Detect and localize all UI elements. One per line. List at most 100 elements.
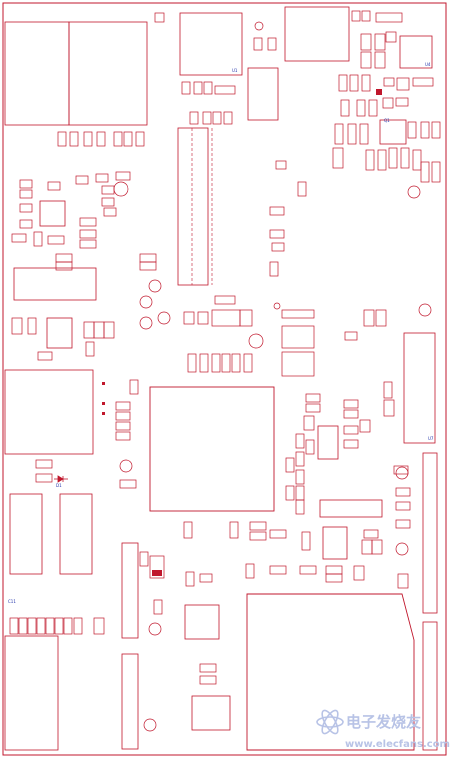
- passive-component: [103, 321, 115, 339]
- label-q1: Q1: [384, 118, 390, 123]
- passive-component: [47, 181, 61, 191]
- passive-component: [101, 185, 115, 195]
- passive-component: [231, 353, 241, 373]
- passive-component: [297, 181, 307, 197]
- passive-component: [361, 539, 373, 555]
- passive-component: [115, 411, 131, 421]
- passive-component: [249, 521, 267, 531]
- passive-component: [295, 485, 305, 501]
- passive-component: [332, 147, 344, 169]
- passive-component: [11, 317, 23, 335]
- passive-component: [183, 311, 195, 325]
- passive-component: [101, 197, 115, 207]
- passive-component: [211, 309, 241, 327]
- passive-component: [343, 409, 359, 419]
- passive-component: [54, 617, 64, 635]
- passive-component: [197, 311, 209, 325]
- passive-component: [85, 341, 95, 357]
- passive-component: [281, 325, 315, 349]
- passive-component: [19, 179, 33, 189]
- passive-component: [149, 555, 165, 579]
- passive-component: [36, 617, 46, 635]
- passive-component: [295, 433, 305, 449]
- passive-component: [79, 229, 97, 239]
- passive-component: [35, 473, 53, 483]
- passive-component: [343, 425, 359, 435]
- passive-component: [139, 261, 157, 271]
- passive-component: [303, 415, 315, 431]
- passive-component: [269, 529, 287, 539]
- passive-component: [63, 617, 73, 635]
- round-component: [418, 303, 432, 317]
- passive-component: [135, 131, 145, 147]
- passive-component: [383, 77, 395, 87]
- passive-component: [103, 207, 117, 217]
- passive-component: [211, 353, 221, 373]
- passive-component: [249, 531, 267, 541]
- passive-component: [420, 121, 430, 139]
- passive-component: [412, 149, 422, 171]
- passive-component: [374, 33, 386, 51]
- passive-component: [153, 599, 163, 615]
- passive-component: [269, 261, 279, 277]
- round-components: [113, 21, 432, 732]
- passive-component: [199, 573, 213, 583]
- passive-component: [349, 74, 359, 92]
- passive-component: [83, 321, 95, 339]
- passive-component: [271, 242, 285, 252]
- passive-component: [269, 565, 287, 575]
- passive-component: [325, 573, 343, 583]
- passive-component: [83, 131, 93, 147]
- passive-component: [338, 74, 348, 92]
- passive-component: [361, 10, 371, 22]
- passive-component: [353, 565, 365, 581]
- round-component: [273, 302, 281, 310]
- passive-component: [73, 617, 83, 635]
- passive-component: [281, 351, 315, 377]
- passive-component: [96, 131, 106, 147]
- passive-component: [340, 99, 350, 117]
- round-component: [157, 311, 171, 325]
- main-processor: [149, 386, 275, 512]
- passive-component: [295, 451, 305, 467]
- passive-component: [412, 77, 434, 87]
- passive-component: [360, 33, 372, 51]
- passive-component: [221, 353, 231, 373]
- passive-component: [199, 675, 217, 685]
- passive-component: [123, 131, 133, 147]
- passive-component: [275, 160, 287, 170]
- passive-component: [385, 31, 397, 43]
- ic-top-center: [39, 6, 433, 731]
- copper-pads: [102, 89, 382, 576]
- passive-component: [365, 149, 375, 171]
- passive-component: [360, 51, 372, 69]
- passive-component: [343, 399, 359, 409]
- round-component: [395, 466, 409, 480]
- passive-component: [301, 531, 311, 551]
- passive-component: [229, 521, 239, 539]
- silk-labels: U4 U1 U7 D1 C11 Q1: [8, 62, 434, 604]
- passive-component: [113, 131, 123, 147]
- passive-component: [214, 295, 236, 305]
- passive-component: [203, 81, 213, 95]
- passive-component: [115, 401, 131, 411]
- passive-component: [359, 123, 369, 145]
- passive-component: [27, 317, 37, 335]
- round-component: [148, 279, 162, 293]
- passive-component: [193, 81, 203, 95]
- passive-component: [27, 617, 37, 635]
- passive-component: [223, 111, 233, 125]
- passive-component: [245, 563, 255, 579]
- passive-component: [356, 99, 366, 117]
- passive-component: [189, 111, 199, 125]
- passive-component: [305, 439, 315, 455]
- watermark: 电子发烧友 www.elecfans.com: [316, 709, 450, 750]
- passive-component: [395, 97, 409, 107]
- dashed-slot: [191, 128, 213, 285]
- round-component: [148, 622, 162, 636]
- passive-component: [305, 403, 321, 413]
- passive-component: [75, 175, 89, 185]
- round-component: [119, 459, 133, 473]
- passive-component: [115, 171, 131, 181]
